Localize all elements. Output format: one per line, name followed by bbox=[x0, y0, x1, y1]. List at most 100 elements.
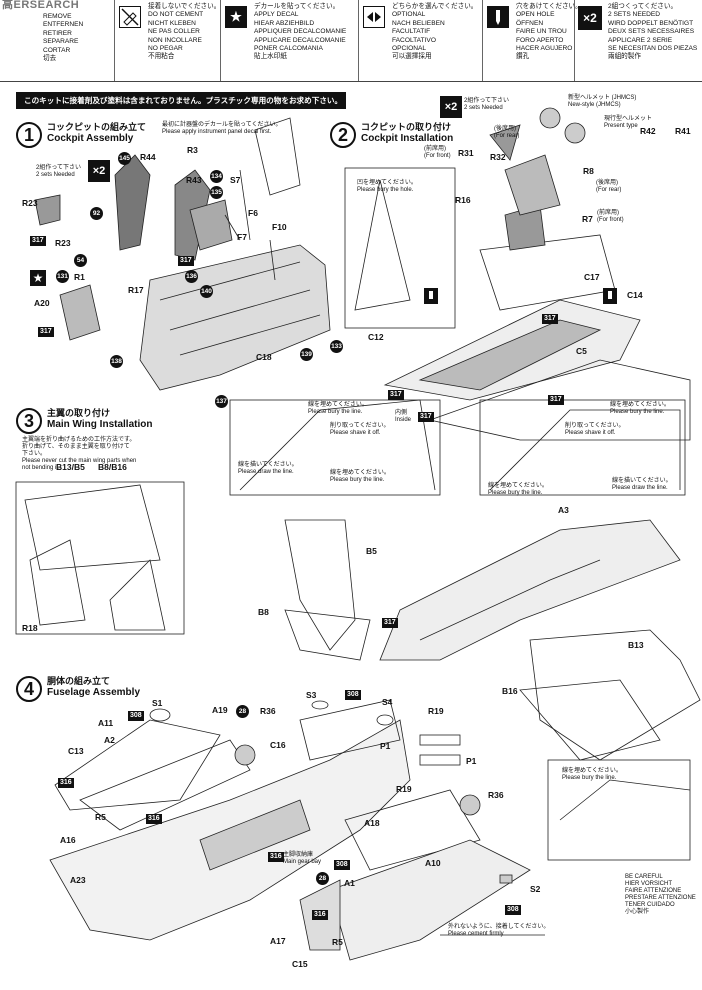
optional-icon bbox=[363, 6, 385, 28]
paint-code-badge: 317 bbox=[178, 256, 194, 266]
legend-optional-text: どちらかを選んでください。 OPTIONAL NACH BELIEBEN FAC… bbox=[392, 3, 478, 61]
drill-icon bbox=[424, 288, 438, 304]
legend-optional: どちらかを選んでください。 OPTIONAL NACH BELIEBEN FAC… bbox=[358, 0, 482, 81]
legend-no-cement-text: 接着しないでください。 DO NOT CEMENT NICHT KLEBEN N… bbox=[148, 3, 221, 61]
part-label: R19 bbox=[396, 784, 412, 794]
part-label: A10 bbox=[425, 858, 441, 868]
note-bury-line-1: 線を埋めてください。 Please bury the line. bbox=[308, 402, 368, 415]
part-label: B8 bbox=[258, 607, 269, 617]
note-shave-1: 削り取ってください。 Please shave it off. bbox=[330, 423, 390, 436]
part-label: R41 bbox=[675, 126, 691, 136]
part-label: A17 bbox=[270, 936, 286, 946]
legend-open-hole-text: 穴をあけてください。 OPEN HOLE ÖFFNEN FAIRE UN TRO… bbox=[516, 3, 582, 61]
part-label: C14 bbox=[627, 290, 643, 300]
symbol-legend: 高ERSEARCH REMOVE ENTFERNEN RETIRER SEPAR… bbox=[0, 0, 702, 82]
paint-code-circle: 131 bbox=[56, 270, 69, 283]
part-label: R42 bbox=[640, 126, 656, 136]
paint-code-circle: 139 bbox=[300, 348, 313, 361]
part-label: C17 bbox=[584, 272, 600, 282]
note-draw-line-1: 線を描いてください。 Please draw the line. bbox=[238, 462, 298, 475]
step-3-number: 3 bbox=[16, 408, 42, 434]
note-bury-line-3: 線を埋めてください。 Please bury the line. bbox=[610, 402, 670, 415]
part-label: B13/B5 bbox=[56, 462, 85, 472]
paint-code-circle: 133 bbox=[330, 340, 343, 353]
drill-icon bbox=[603, 288, 617, 304]
paint-code-circle: 137 bbox=[215, 395, 228, 408]
part-label: F6 bbox=[248, 208, 258, 218]
paint-code-badge: 308 bbox=[345, 690, 361, 700]
paint-code-circle: 28 bbox=[316, 872, 329, 885]
part-label: R17 bbox=[128, 285, 144, 295]
part-label: S3 bbox=[306, 690, 317, 700]
note-for-rear: (後席用) (For rear) bbox=[494, 126, 520, 139]
part-label: R32 bbox=[490, 152, 506, 162]
note-draw-line-2: 線を描いてください。 Please draw the line. bbox=[612, 478, 672, 491]
part-label: A16 bbox=[60, 835, 76, 845]
part-label: R19 bbox=[428, 706, 444, 716]
step-3-header: 3 主翼の取り付け Main Wing Installation bbox=[16, 408, 152, 434]
paint-code-circle: 136 bbox=[185, 270, 198, 283]
part-label: R16 bbox=[455, 195, 471, 205]
paint-code-circle: 135 bbox=[210, 186, 223, 199]
part-label: R18 bbox=[22, 623, 38, 633]
paint-code-badge: 308 bbox=[128, 711, 144, 721]
part-label: A3 bbox=[558, 505, 569, 515]
x2-icon: ×2 bbox=[578, 6, 602, 30]
note-bury-line-5: 線を埋めてください。 Please bury the line. bbox=[562, 768, 622, 781]
paint-code-circle: 140 bbox=[200, 285, 213, 298]
paint-code-badge: 317 bbox=[388, 390, 404, 400]
step-4-title-en: Fuselage Assembly bbox=[47, 687, 141, 698]
part-badge: 316 bbox=[268, 852, 284, 862]
note-cement-firmly: 外れないように、接着してください。 Please cement firmly bbox=[448, 924, 550, 937]
part-label: B5 bbox=[366, 546, 377, 556]
note-two-sets: 2組作って下さい 2 sets Needed bbox=[36, 165, 82, 178]
part-label: R3 bbox=[187, 145, 198, 155]
part-label: R8 bbox=[583, 166, 594, 176]
no-glue-icon bbox=[119, 6, 141, 28]
x2-icon-step2: ×2 bbox=[440, 96, 462, 118]
legend-decal-text: デカールを貼ってください。 APPLY DECAL HIEAR ABZIEHBI… bbox=[254, 3, 347, 61]
part-label: R43 bbox=[186, 175, 202, 185]
paint-code-badge: 317 bbox=[38, 327, 54, 337]
star-icon: ★ bbox=[30, 270, 46, 286]
part-label: A18 bbox=[364, 818, 380, 828]
paint-code-badge: 308 bbox=[505, 905, 521, 915]
step-3-title-jp: 主翼の取り付け bbox=[47, 408, 111, 418]
part-label: C13 bbox=[68, 746, 84, 756]
part-label: B13 bbox=[628, 640, 644, 650]
part-label: P1 bbox=[380, 741, 391, 751]
note-helmet-present: 現行型ヘルメット Present type bbox=[604, 116, 653, 129]
note-for-front: (前席用) (For front) bbox=[424, 146, 451, 159]
part-label: A20 bbox=[34, 298, 50, 308]
watermark: 高ERSEARCH bbox=[2, 0, 80, 11]
part-label: P1 bbox=[466, 756, 477, 766]
part-label: C15 bbox=[292, 959, 308, 969]
note-bury-line-4: 線を埋めてください。 Please bury the line. bbox=[488, 483, 548, 496]
part-label: B8/B16 bbox=[98, 462, 127, 472]
step-4-number: 4 bbox=[16, 676, 42, 702]
step-1-number: 1 bbox=[16, 122, 42, 148]
paint-code-circle: 54 bbox=[74, 254, 87, 267]
part-label: A2 bbox=[104, 735, 115, 745]
part-label: C18 bbox=[256, 352, 272, 362]
note-for-front-2: (前席用) (For front) bbox=[597, 210, 624, 223]
note-bury-line-2: 線を埋めてください。 Please bury the line. bbox=[330, 470, 390, 483]
part-label: S7 bbox=[230, 175, 241, 185]
note-helmet-new: 新型ヘルメット (JHMCS) New-style (JHMCS) bbox=[568, 95, 637, 108]
legend-no-cement: 接着しないでください。 DO NOT CEMENT NICHT KLEBEN N… bbox=[114, 0, 220, 81]
step-3-title-en: Main Wing Installation bbox=[47, 419, 153, 430]
notice-banner: このキットに接着剤及び塗料は含まれておりません。プラスチック専用の物をお求め下さ… bbox=[16, 92, 346, 109]
x2-icon: ×2 bbox=[88, 160, 110, 182]
star-icon: ★ bbox=[225, 6, 247, 28]
part-label: A19 bbox=[212, 705, 228, 715]
paint-code-badge: 317 bbox=[548, 395, 564, 405]
step-1-header: 1 コックピットの組み立て Cockpit Assembly bbox=[16, 122, 146, 148]
paint-code-badge: 308 bbox=[334, 860, 350, 870]
part-label: C5 bbox=[576, 346, 587, 356]
note-main-gear-bay: 主脚収納庫 Main gear bay bbox=[283, 852, 322, 865]
legend-x2-text: 2組つくってください。 2 SETS NEEDED WIRD DOPPELT B… bbox=[608, 3, 698, 61]
part-label: A1 bbox=[344, 878, 355, 888]
part-label: R23 bbox=[55, 238, 71, 248]
legend-remove: 高ERSEARCH REMOVE ENTFERNEN RETIRER SEPAR… bbox=[0, 0, 114, 81]
